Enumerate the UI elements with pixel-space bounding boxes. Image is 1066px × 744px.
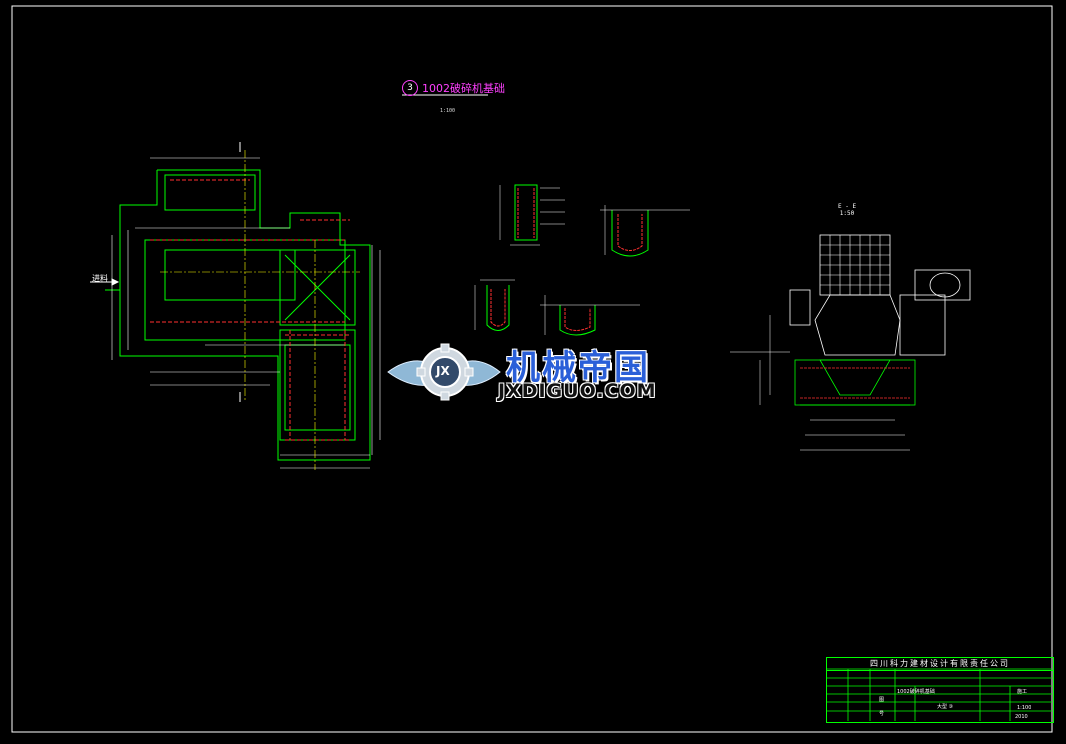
title-circle-number: 3 — [402, 80, 418, 96]
section-ee — [730, 234, 971, 451]
feed-arrow-label: 进料 — [92, 274, 108, 283]
title-block-company: 四川科力建材设计有限责任公司 — [827, 658, 1053, 671]
watermark-cn-text: 机械帝国 — [506, 348, 650, 388]
section-ee-title: E - E — [838, 203, 857, 210]
title-block-sheet-number-label: 号 — [879, 711, 885, 717]
title-block-date: 2010 — [1015, 714, 1028, 720]
title-block: 四川科力建材设计有限责任公司 1002破碎机基础 图 号 大型 ③ 施工 1:1… — [826, 657, 1054, 723]
drawing-title: 3 1002破碎机基础 — [402, 80, 505, 96]
plan-view — [90, 142, 381, 470]
title-block-status: 施工 — [1017, 689, 1028, 695]
title-block-sheet-no: 大型 ③ — [937, 704, 954, 710]
section-ee-scale: 1:50 — [839, 210, 855, 217]
title-block-grid — [826, 668, 1052, 721]
section-details — [474, 184, 690, 336]
title-block-scale: 1:100 — [1017, 705, 1032, 711]
watermark-logo-letters: JX — [436, 364, 450, 378]
title-scale: 1:100 — [440, 108, 456, 114]
section-ee-label: E - E 1:50 — [838, 203, 856, 217]
drawing-title-text: 1002破碎机基础 — [422, 82, 505, 95]
watermark-logo — [387, 343, 501, 401]
watermark-en-text: JXDIGUO.COM — [498, 380, 657, 402]
title-block-sheet-label: 图 — [879, 697, 885, 703]
title-block-drawing-name: 1002破碎机基础 — [897, 689, 935, 695]
drawing-border — [11, 5, 1053, 733]
